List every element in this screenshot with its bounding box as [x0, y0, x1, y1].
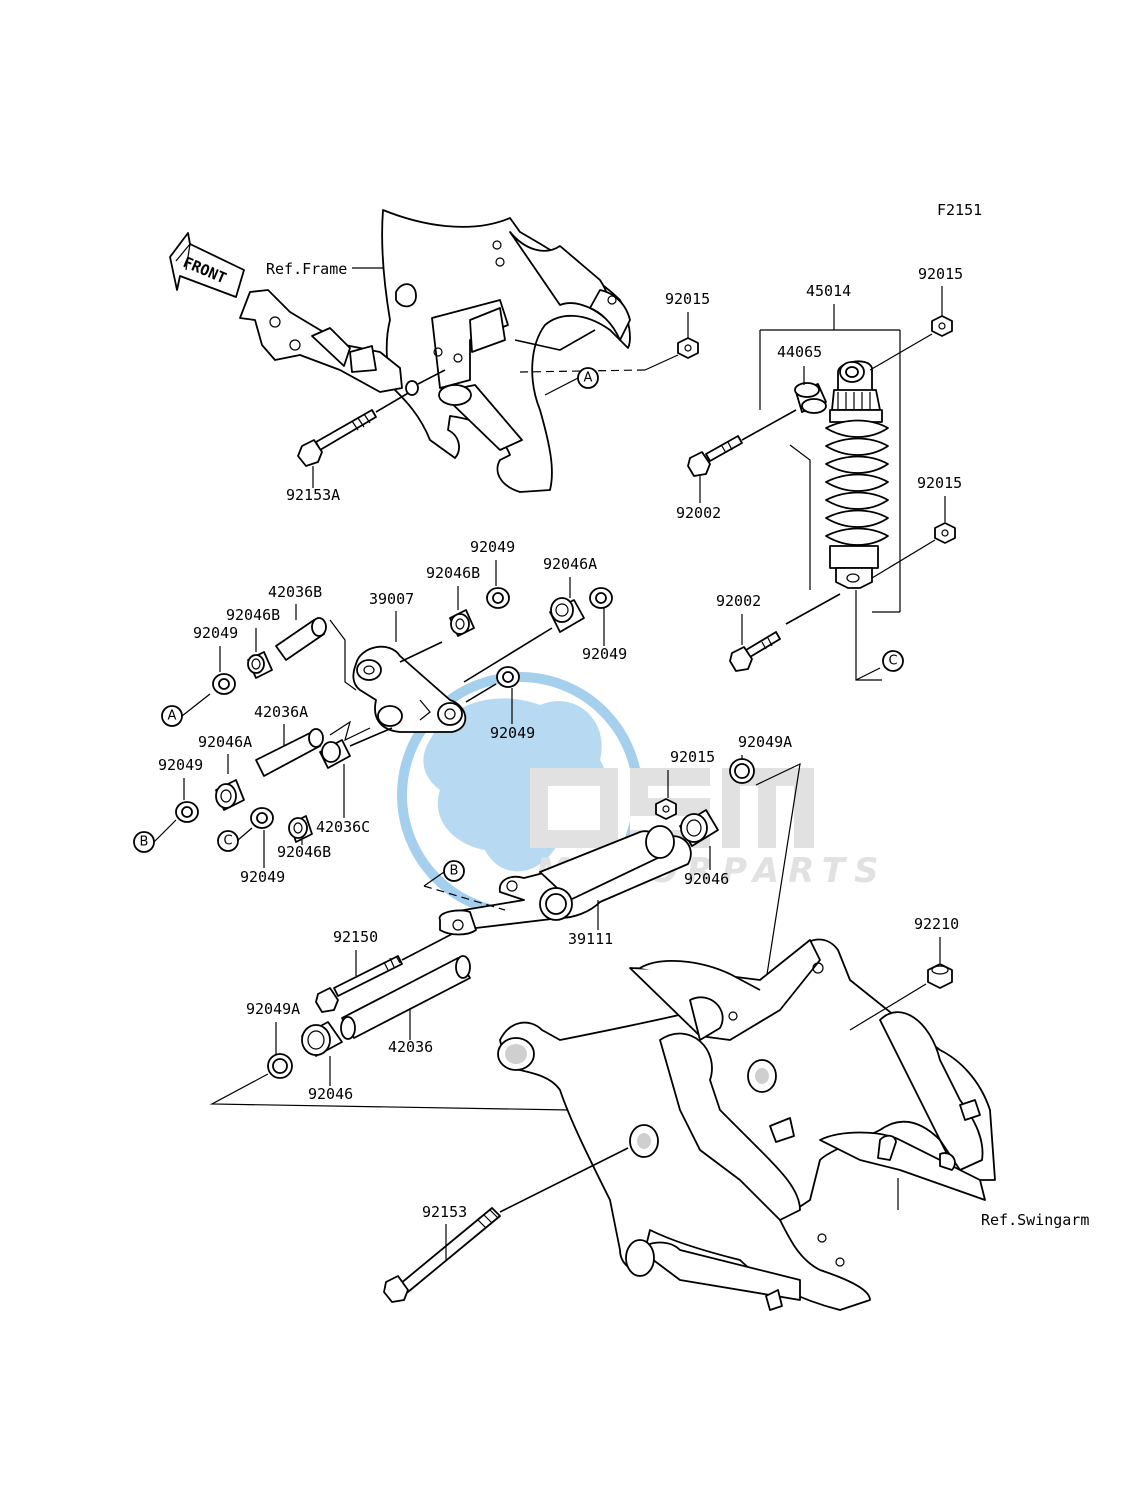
label-92046A-right: 92046A [543, 555, 597, 573]
callout-A-rocker: A [161, 693, 211, 727]
svg-text:C: C [888, 654, 897, 669]
rocker-arm-39007 [352, 645, 467, 733]
svg-text:B: B [450, 864, 459, 879]
label-92049-c: 92049 [582, 645, 627, 663]
label-39111: 39111 [568, 930, 613, 948]
bearing-92046B-b [449, 609, 475, 637]
label-42036B: 42036B [268, 583, 322, 601]
label-42036C: 42036C [316, 818, 370, 836]
label-42036A: 42036A [254, 703, 308, 721]
collar-42036B [275, 617, 327, 661]
bearing-92046-bottom [301, 1021, 343, 1057]
label-39007: 39007 [369, 590, 414, 608]
label-92049A-bottom: 92049A [246, 1000, 300, 1018]
bearing-92046A-left [215, 779, 245, 811]
nut-92015-top [677, 337, 699, 359]
label-92046-bottom: 92046 [308, 1085, 353, 1103]
label-92046A-left: 92046A [198, 733, 252, 751]
label-92046B-b: 92046B [426, 564, 480, 582]
label-92150: 92150 [333, 928, 378, 946]
bearing-92046B-a [247, 651, 273, 679]
label-92002-bottom: 92002 [716, 592, 761, 610]
seal-92049-e [175, 801, 199, 823]
frame-reference [239, 209, 631, 493]
seal-92049A-top [729, 758, 755, 784]
seal-92049-a [212, 673, 236, 695]
label-92046B-c: 92046B [277, 843, 331, 861]
label-92049-e: 92049 [158, 756, 203, 774]
label-92049-d: 92049 [490, 724, 535, 742]
seal-92049-b [486, 587, 510, 609]
callout-B-rod: B [423, 860, 506, 911]
collar-42036C [319, 739, 351, 769]
seal-92049-f [250, 807, 274, 829]
ref-swingarm-label: Ref.Swingarm [981, 1211, 1089, 1229]
collar-42036 [340, 955, 471, 1040]
label-92015-shock-top: 92015 [918, 265, 963, 283]
label-92049-b: 92049 [470, 538, 515, 556]
label-92015-rod: 92015 [670, 748, 715, 766]
bolt-92153A [297, 369, 446, 467]
callout-C-shock: C [855, 590, 904, 681]
label-92002-top: 92002 [676, 504, 721, 522]
label-42036: 42036 [388, 1038, 433, 1056]
collar-42036A [255, 728, 324, 777]
figure-code: F2151 [937, 201, 982, 219]
collar-44065 [794, 382, 827, 414]
nut-92210 [927, 963, 953, 989]
label-92049-a: 92049 [193, 624, 238, 642]
callout-A-frame: A [544, 367, 599, 396]
seal-92049-c [589, 587, 613, 609]
bolt-92153 [383, 1147, 629, 1303]
bearing-92046-top [679, 809, 719, 847]
svg-text:A: A [168, 709, 177, 724]
bearing-92046B-c [288, 815, 313, 843]
callout-B-rocker: B [133, 819, 177, 853]
bearing-92046A-right [549, 597, 585, 633]
svg-text:A: A [584, 371, 593, 386]
tie-rod-39111 [438, 825, 692, 936]
bolt-92150 [315, 933, 453, 1013]
ref-frame-label: Ref.Frame [266, 260, 347, 278]
svg-text:B: B [140, 835, 149, 850]
seal-92049-d [496, 666, 520, 688]
label-92049-f: 92049 [240, 868, 285, 886]
label-45014: 45014 [806, 282, 851, 300]
label-92015-top: 92015 [665, 290, 710, 308]
svg-text:C: C [223, 834, 232, 849]
front-arrow-icon: FRONT [169, 232, 245, 298]
nut-92015-shock-top [931, 315, 953, 337]
bolt-92002-top [687, 409, 811, 590]
label-44065: 44065 [777, 343, 822, 361]
label-92153A: 92153A [286, 486, 340, 504]
swingarm-reference [497, 938, 996, 1311]
nut-92015-rod [655, 798, 677, 820]
label-92015-shock-bottom: 92015 [917, 474, 962, 492]
label-92153: 92153 [422, 1203, 467, 1221]
shock-absorber-45014 [825, 360, 889, 589]
label-92046B-a: 92046B [226, 606, 280, 624]
label-92046-top: 92046 [684, 870, 729, 888]
nut-92015-shock-bottom [934, 522, 956, 544]
bolt-92002-bottom [729, 593, 841, 672]
label-92210: 92210 [914, 915, 959, 933]
label-92049A-top: 92049A [738, 733, 792, 751]
seal-92049A-bottom [267, 1053, 293, 1079]
callout-C-rocker: C [217, 827, 253, 852]
